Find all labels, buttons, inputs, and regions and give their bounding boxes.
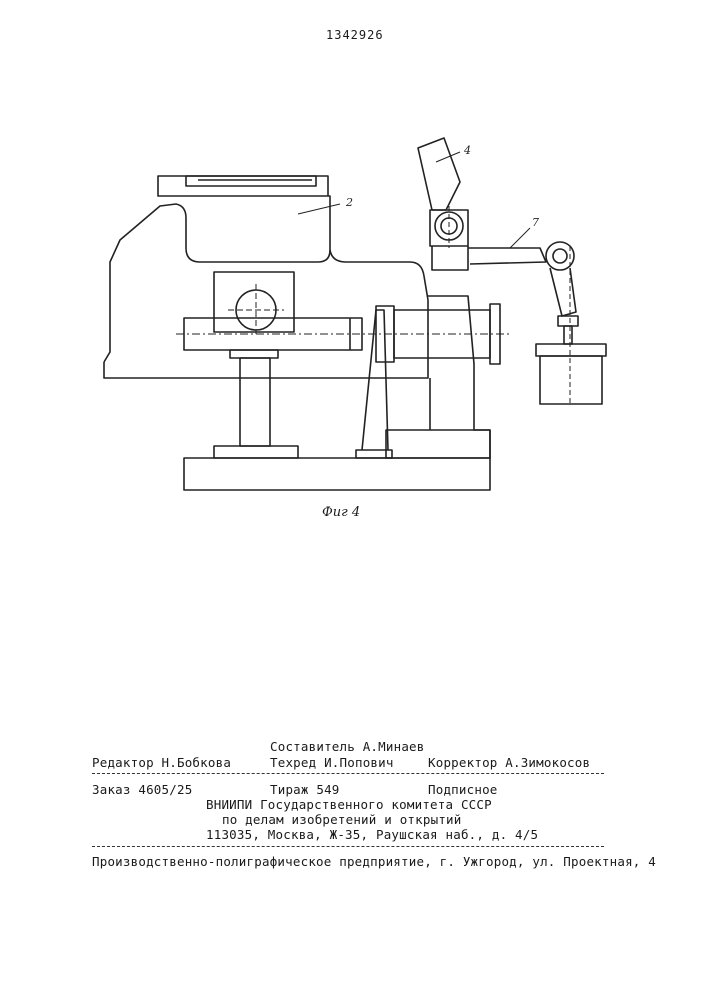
compiler-line: Составитель А.Минаев	[270, 739, 425, 754]
leader-7	[510, 228, 530, 248]
proofreader-line: Корректор А.Зимокосов	[428, 755, 590, 770]
link-rod	[550, 268, 576, 316]
cylinder-cap	[536, 344, 606, 356]
housing-top-rail	[186, 176, 316, 186]
printer-line: Производственно-полиграфическое предприя…	[92, 854, 656, 869]
leader-4	[436, 152, 460, 162]
circulation-line: Тираж 549	[270, 782, 340, 797]
label-part-7: 7	[532, 216, 539, 229]
hinge-support	[432, 246, 468, 270]
frame-base-block	[386, 430, 490, 458]
cylinder-body	[540, 356, 602, 404]
arm-7	[468, 248, 546, 264]
org-address: 113035, Москва, Ж-35, Раушская наб., д. …	[206, 827, 538, 842]
editor-line: Редактор Н.Бобкова	[92, 755, 231, 770]
arm-pivot-inner	[553, 249, 567, 263]
leader-2	[298, 204, 340, 214]
column-cap	[230, 350, 278, 358]
subscription-line: Подписное	[428, 782, 498, 797]
rod-collar	[558, 316, 578, 326]
label-part-2: 2	[345, 196, 353, 209]
rod-end	[564, 326, 572, 344]
right-frame	[428, 296, 490, 458]
tech-editor-line: Техред И.Попович	[270, 755, 394, 770]
column-foot	[214, 446, 298, 458]
lever-4	[418, 138, 460, 210]
support-column	[240, 358, 270, 446]
divider-1	[92, 773, 604, 774]
divider-2	[92, 846, 604, 847]
technical-drawing-fig4: 2 4 7	[0, 0, 707, 540]
org-line-1: ВНИИПИ Государственного комитета СССР	[206, 797, 492, 812]
label-part-4: 4	[463, 144, 471, 157]
order-line: Заказ 4605/25	[92, 782, 192, 797]
tapered-bracket	[362, 310, 388, 450]
org-line-2: по делам изобретений и открытий	[222, 812, 462, 827]
housing-upper-outline	[104, 176, 330, 362]
base-plate	[184, 458, 490, 490]
figure-caption: Фиг 4	[322, 505, 360, 520]
jaw-block	[214, 272, 294, 332]
